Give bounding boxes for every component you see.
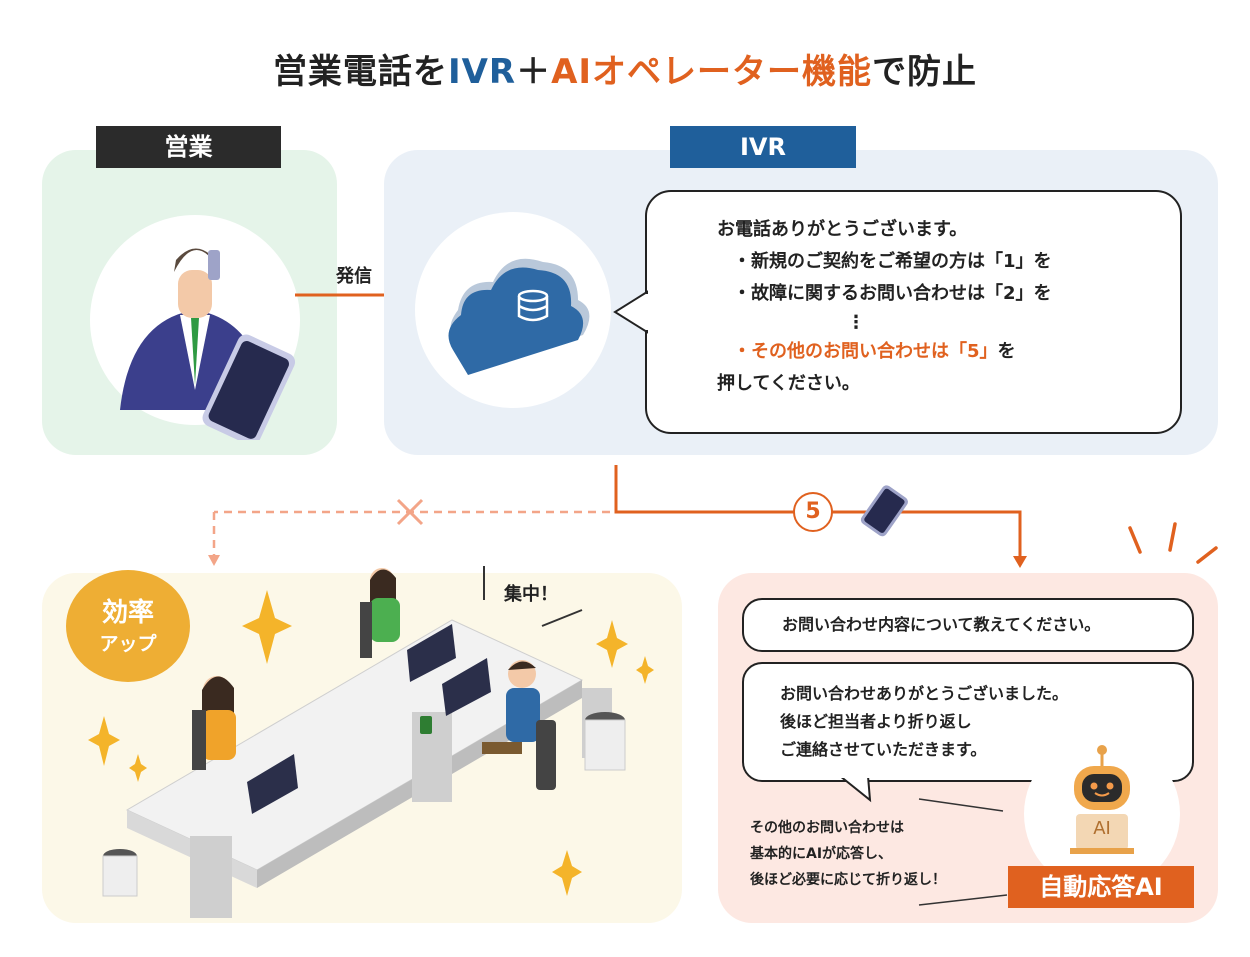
note-lines [918,798,1008,906]
ai-question-text: お問い合わせ内容について教えてください。 [782,615,1101,634]
ai-question-bubble: お問い合わせ内容について教えてください。 [742,598,1194,652]
title-ai: AIオペレーター機能 [551,52,873,92]
ivr-ellipsis: ⋮ [847,312,865,333]
bubble-tail [613,290,649,334]
reply-line3: ご連絡させていただきます。 [780,740,987,759]
badge-line2: アップ [99,633,157,655]
call-label: 発信 [336,266,372,287]
ai-reply-text: お問い合わせありがとうございました。 後ほど担当者より折り返し ご連絡させていた… [780,680,1068,764]
ivr-tag: IVR [670,126,856,168]
ivr-message: お電話ありがとうございます。 ・新規のご契約をご希望の方は「1」を ・故障に関す… [717,214,1157,400]
ivr-closing: 押してください。 [717,373,860,394]
note-line1: その他のお問い合わせは [750,820,904,836]
badge-line1: 効率 [101,598,154,628]
routing-lines [208,465,1027,568]
robot-screen-label: AI [1093,818,1111,839]
page-title: 営業電話をIVR＋AIオペレーター機能で防止 [0,44,1250,93]
route-number-badge: 5 [793,492,833,532]
reply-bubble-tail [838,776,872,803]
alert-rays [1128,522,1218,564]
efficiency-badge: 効率 アップ [66,570,190,682]
auto-response-ai-label: 自動応答AI [1008,866,1194,908]
salesman-illustration [90,215,300,440]
ai-note: その他のお問い合わせは 基本的にAIが応答し、 後ほど必要に応じて折り返し！ [750,815,946,893]
note-line2: 基本的にAIが応答し、 [750,846,893,862]
title-ivr: IVR [447,52,517,92]
cloud-server-icon [415,212,611,408]
ivr-option-5-text: ・その他のお問い合わせは「5」 [733,341,998,362]
title-suffix: で防止 [872,52,978,92]
sales-tag: 営業 [96,126,281,168]
note-line3: 後ほど必要に応じて折り返し！ [750,872,946,888]
robot-icon [1024,736,1180,880]
office-illustration [88,566,654,918]
reply-line1: お問い合わせありがとうございました。 [780,684,1069,703]
reply-line2: 後ほど担当者より折り返し [780,712,972,731]
ivr-option-1: ・新規のご契約をご希望の方は「1」を [733,251,1052,272]
ivr-option-2: ・故障に関するお問い合わせは「2」を [733,283,1052,304]
title-part1: 営業電話を [272,52,448,92]
title-plus: ＋ [516,52,552,92]
focus-speech: 集中！ [504,584,558,605]
ivr-speech-bubble [645,190,1182,434]
ivr-option-5: ・その他のお問い合わせは「5」を [717,336,1157,368]
ivr-option-5-suffix: を [997,341,1016,362]
ivr-greeting: お電話ありがとうございます。 [717,219,968,240]
